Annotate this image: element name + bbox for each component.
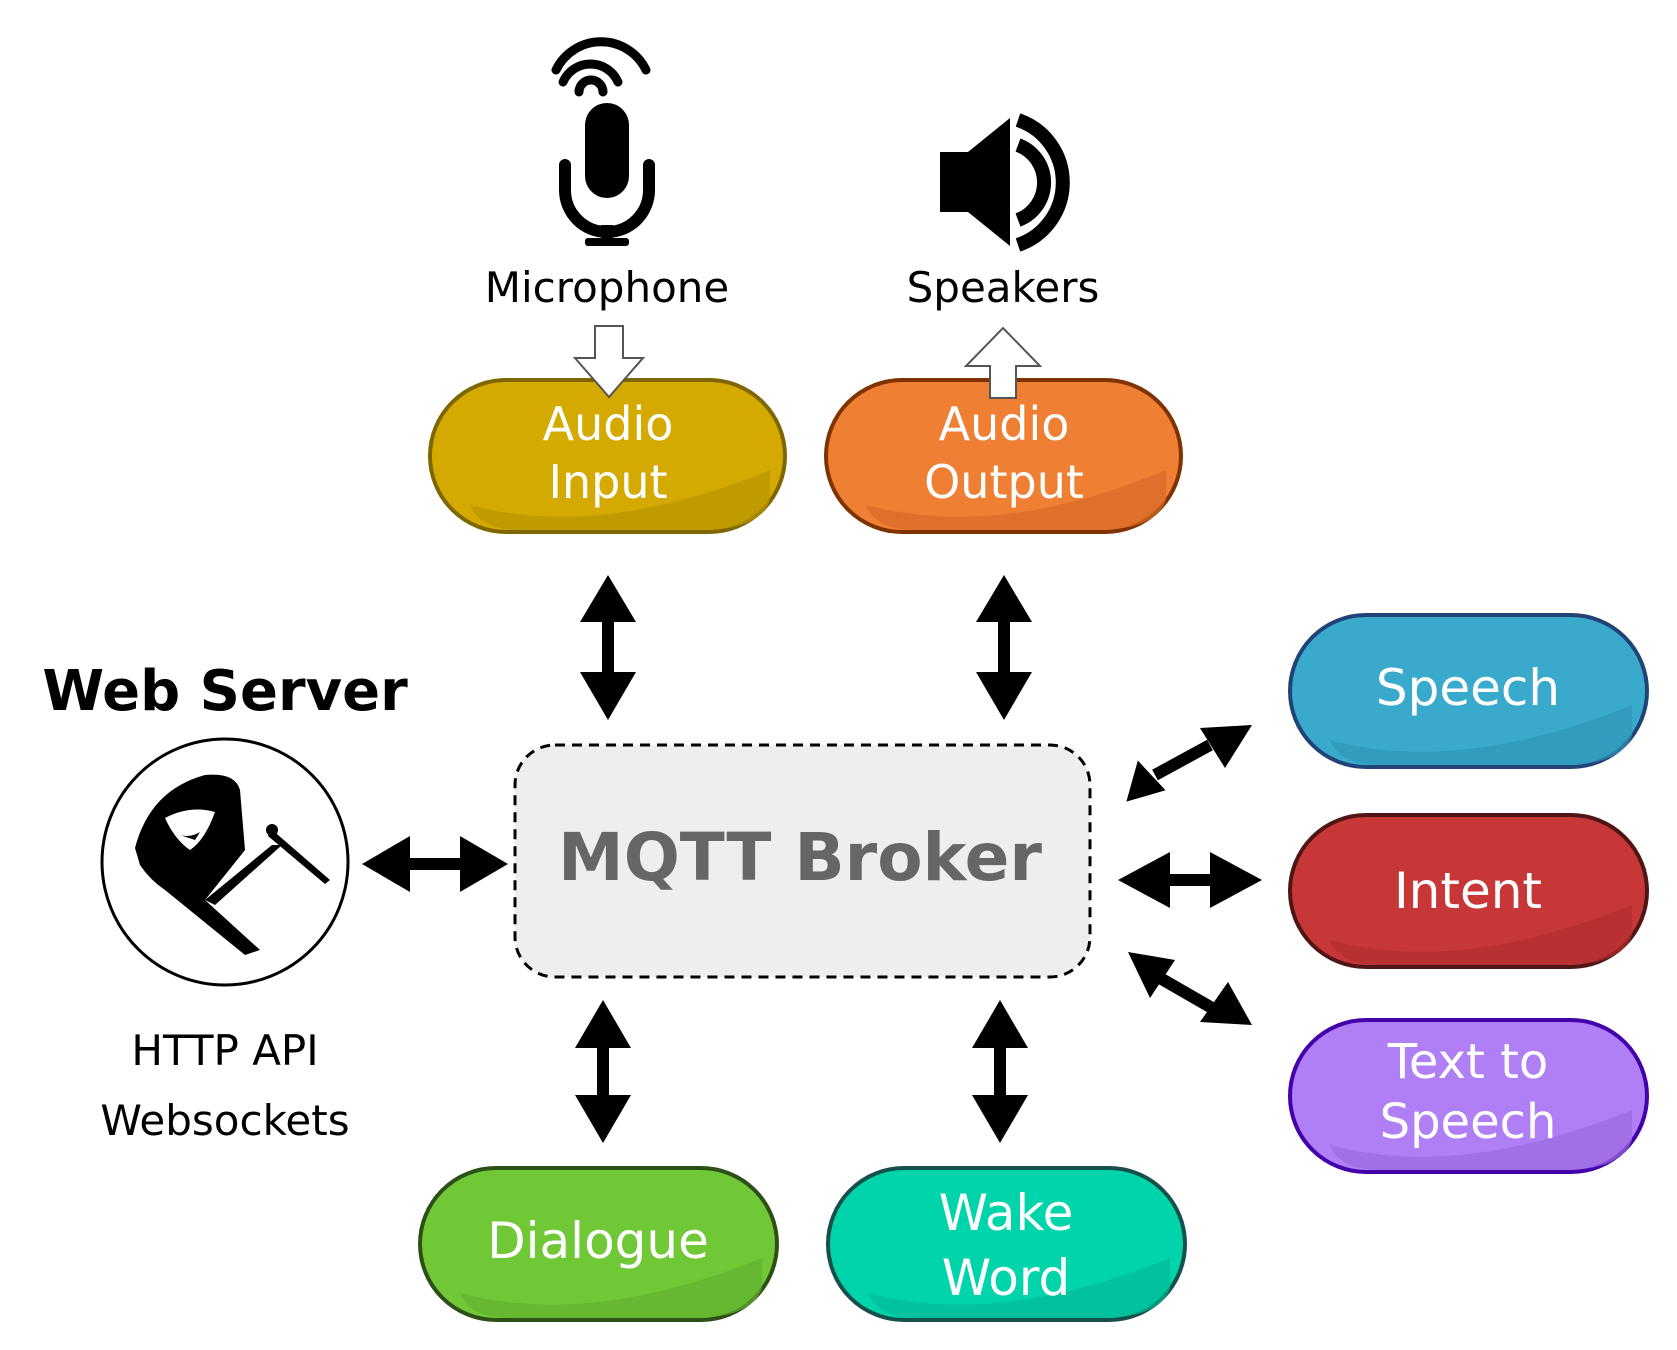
dialogue-label: Dialogue bbox=[487, 1212, 709, 1270]
audio-input-line2: Input bbox=[548, 455, 667, 509]
intent-node: Intent bbox=[1288, 813, 1649, 969]
output-to-speakers-arrow bbox=[963, 326, 1043, 399]
microphone-label: Microphone bbox=[485, 263, 729, 312]
wake-word-line1: Wake bbox=[939, 1184, 1074, 1242]
broker-speech-arrow bbox=[1126, 725, 1252, 802]
mqtt-broker-node: MQTT Broker bbox=[513, 743, 1092, 979]
broker-intent-arrow bbox=[1118, 852, 1262, 908]
tts-line2: Speech bbox=[1380, 1094, 1557, 1150]
tts-node: Text to Speech bbox=[1288, 1018, 1649, 1174]
audio-output-broker-arrow bbox=[976, 575, 1032, 720]
web-server-sub2: Websockets bbox=[100, 1096, 349, 1145]
broker-dialogue-arrow bbox=[575, 1000, 631, 1143]
web-server-sub1: HTTP API bbox=[131, 1026, 318, 1075]
audio-input-node: Audio Input bbox=[428, 378, 787, 534]
speech-node: Speech bbox=[1288, 613, 1649, 769]
microphone-icon bbox=[551, 37, 655, 246]
intent-label: Intent bbox=[1394, 862, 1542, 920]
wake-word-node: Wake Word bbox=[826, 1166, 1187, 1322]
audio-input-line1: Audio bbox=[543, 397, 674, 451]
speakers-label: Speakers bbox=[907, 263, 1100, 312]
webserver-broker-arrow bbox=[362, 836, 508, 892]
audio-output-line1: Audio bbox=[939, 397, 1070, 451]
speech-label: Speech bbox=[1376, 659, 1560, 717]
broker-label: MQTT Broker bbox=[558, 819, 1042, 896]
hooded-figure-icon bbox=[100, 737, 350, 987]
audio-output-line2: Output bbox=[924, 455, 1084, 509]
broker-wake-arrow bbox=[972, 1000, 1028, 1143]
wake-word-line2: Word bbox=[942, 1249, 1071, 1307]
mic-to-input-arrow bbox=[572, 325, 646, 399]
dialogue-node: Dialogue bbox=[418, 1166, 779, 1322]
speaker-icon bbox=[940, 113, 1070, 252]
broker-tts-arrow bbox=[1128, 952, 1252, 1025]
audio-output-node: Audio Output bbox=[824, 378, 1183, 534]
audio-input-broker-arrow bbox=[580, 575, 636, 720]
web-server-title: Web Server bbox=[42, 659, 408, 724]
tts-line1: Text to bbox=[1387, 1034, 1549, 1090]
